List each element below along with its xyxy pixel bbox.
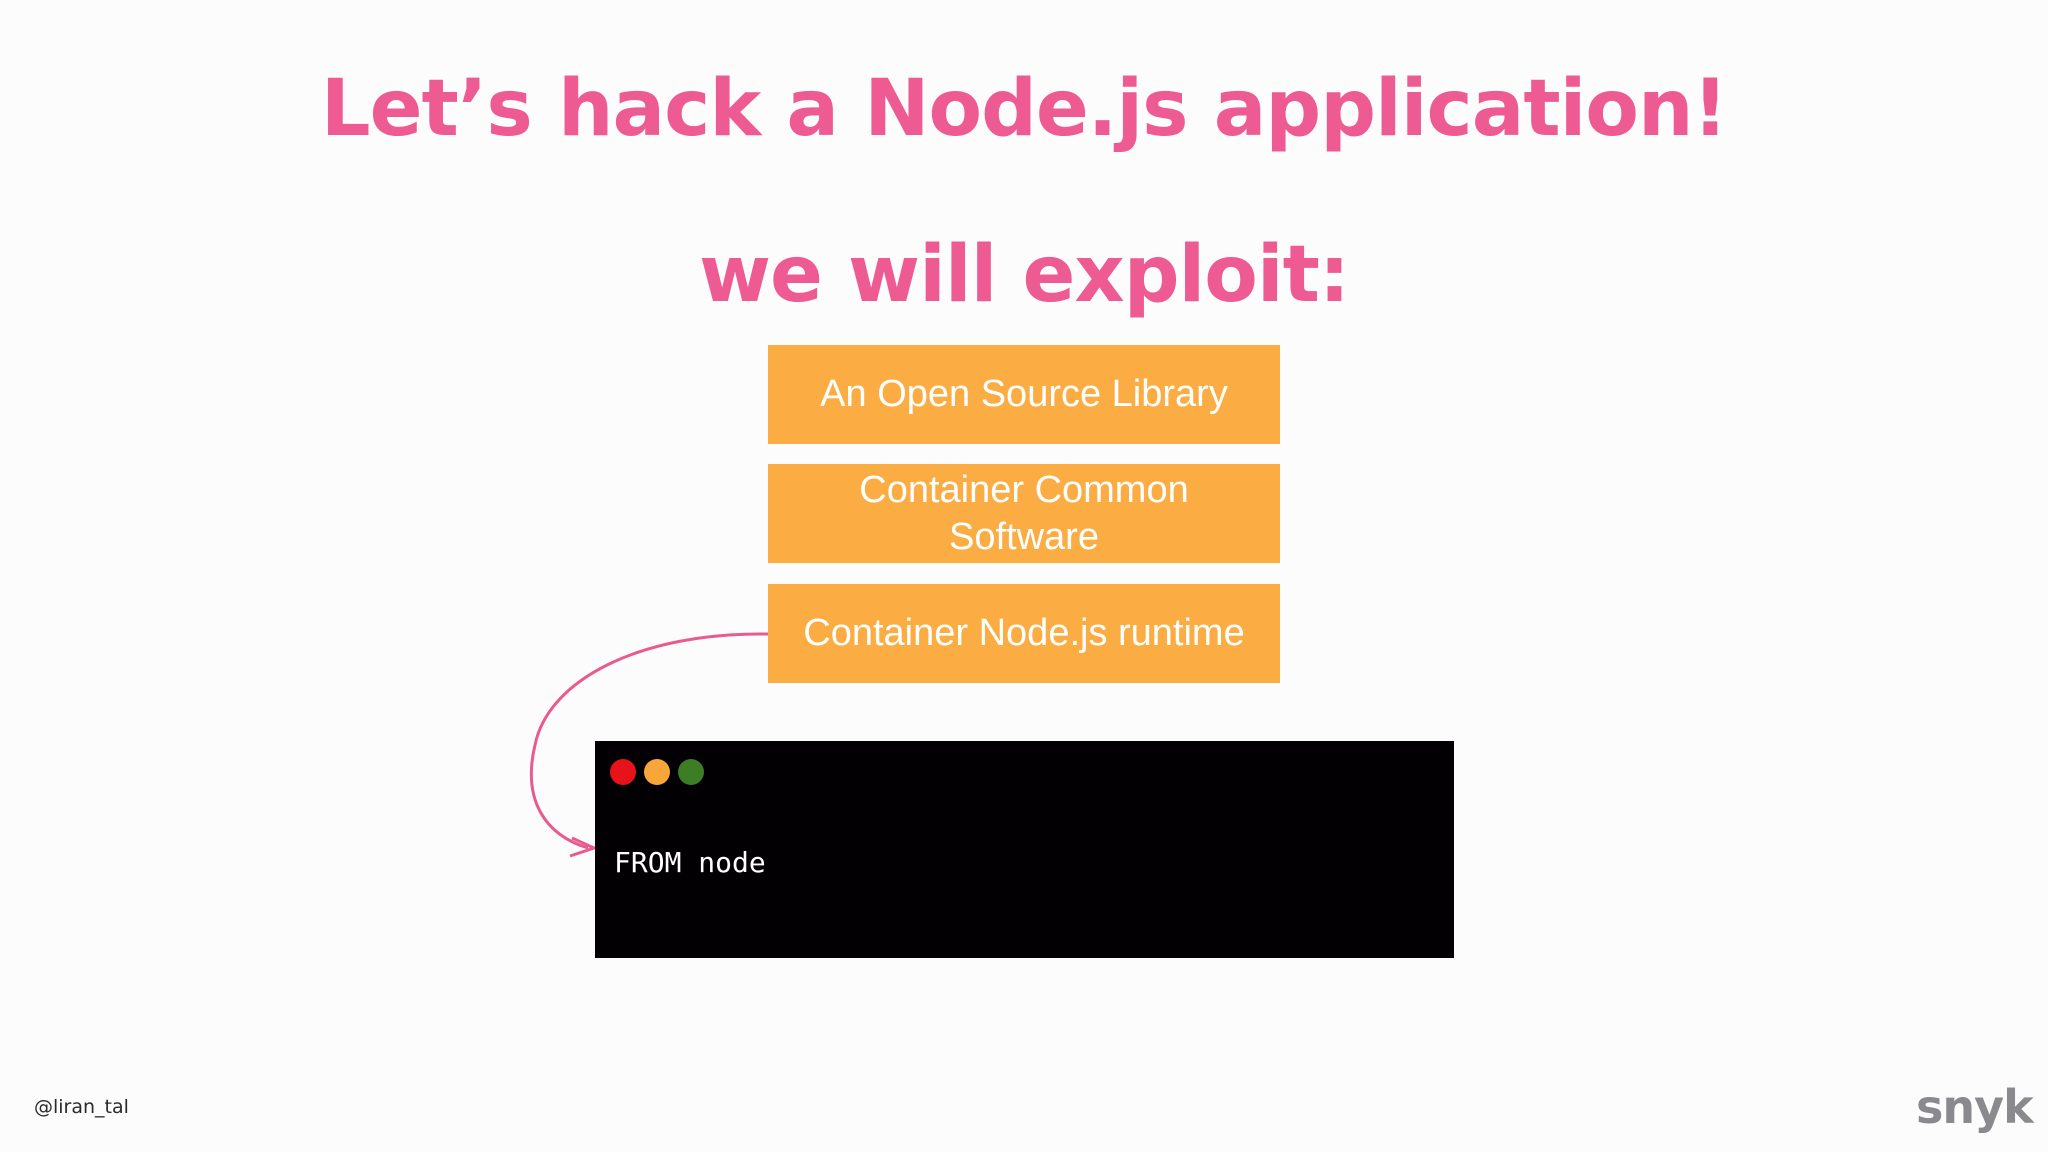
exploit-box-label: An Open Source Library xyxy=(820,373,1228,415)
slide-subtitle: we will exploit: xyxy=(698,230,1350,320)
author-handle: @liran_tal xyxy=(34,1096,129,1118)
exploit-box-open-source-library: An Open Source Library xyxy=(768,345,1280,444)
slide-title: Let’s hack a Node.js application! xyxy=(320,64,1728,154)
exploit-box-label: Container Common Software xyxy=(859,468,1189,558)
snyk-logo: snyk xyxy=(1916,1080,2034,1134)
terminal-window: FROM node xyxy=(595,741,1454,958)
red-dot-icon xyxy=(610,759,636,785)
exploit-box-label: Container Node.js runtime xyxy=(803,612,1245,654)
exploit-box-container-common-software: Container Common Software xyxy=(768,464,1280,563)
exploit-box-container-nodejs-runtime: Container Node.js runtime xyxy=(768,584,1280,683)
yellow-dot-icon xyxy=(644,759,670,785)
dockerfile-code: FROM node xyxy=(614,846,766,879)
green-dot-icon xyxy=(678,759,704,785)
